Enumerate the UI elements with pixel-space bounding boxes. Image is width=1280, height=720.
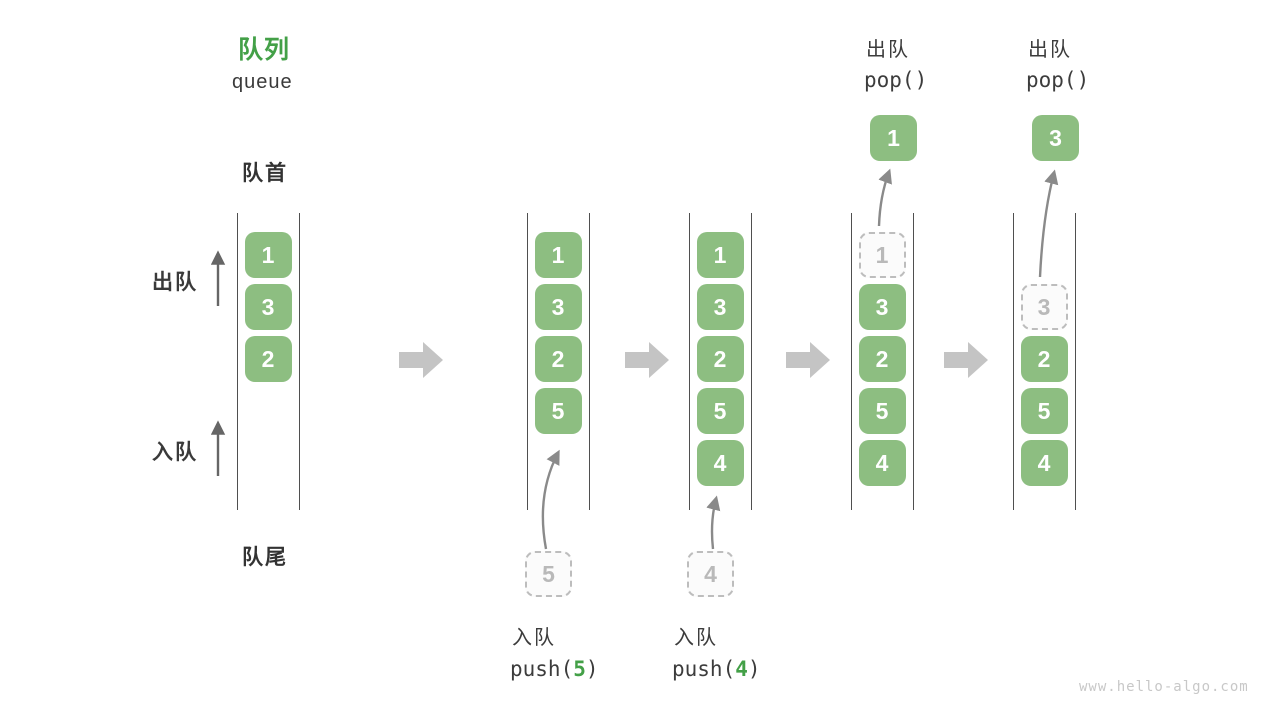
enqueue-op-label: 入队 <box>674 627 718 649</box>
queue-element-ghost: 3 <box>1020 284 1068 330</box>
enqueue-op-code: push(4) <box>672 657 761 681</box>
enqueue-arrow-push4 <box>706 495 721 550</box>
queue-element: 2 <box>534 336 582 382</box>
queue-channel-line <box>751 213 752 510</box>
queue-element: 5 <box>1020 388 1068 434</box>
dequeue-arrow-pop1 <box>877 168 892 227</box>
watermark: www.hello-algo.com <box>1079 679 1249 695</box>
queue-channel-line <box>1075 213 1076 510</box>
queue-channel-line <box>299 213 300 510</box>
queue-element: 4 <box>1020 440 1068 486</box>
code-prefix: push( <box>672 657 736 681</box>
queue-element: 1 <box>534 232 582 278</box>
queue-front-label: 队首 <box>242 162 288 185</box>
enqueue-op-label: 入队 <box>512 627 556 649</box>
queue-element: 3 <box>534 284 582 330</box>
incoming-element-ghost: 4 <box>687 551 734 597</box>
dequeue-op-code: pop() <box>864 68 928 92</box>
queue-element: 2 <box>696 336 744 382</box>
step-arrow-icon <box>944 342 988 378</box>
popped-element: 1 <box>870 115 917 161</box>
enqueue-side-label: 入队 <box>152 441 198 464</box>
queue-channel-line <box>851 213 852 510</box>
queue-channel-line <box>527 213 528 510</box>
popped-element: 3 <box>1032 115 1079 161</box>
queue-element: 4 <box>858 440 906 486</box>
code-suffix: ) <box>585 657 599 681</box>
enqueue-arrow-push5 <box>541 449 560 550</box>
queue-channel-line <box>1013 213 1014 510</box>
code-argument: 4 <box>735 657 748 681</box>
incoming-element-ghost: 5 <box>525 551 572 597</box>
queue-element: 2 <box>858 336 906 382</box>
queue-element: 1 <box>696 232 744 278</box>
dequeue-op-label: 出队 <box>866 39 910 61</box>
queue-element: 5 <box>696 388 744 434</box>
step-arrow-icon <box>786 342 830 378</box>
queue-channel-line <box>689 213 690 510</box>
queue-element: 2 <box>244 336 292 382</box>
title-en: queue <box>232 71 293 93</box>
dequeue-arrow-pop3 <box>1038 169 1059 278</box>
step-arrow-icon <box>625 342 669 378</box>
code-prefix: push( <box>510 657 574 681</box>
queue-element: 5 <box>858 388 906 434</box>
dequeue-op-code: pop() <box>1026 68 1090 92</box>
queue-element: 3 <box>244 284 292 330</box>
queue-element: 4 <box>696 440 744 486</box>
queue-element: 5 <box>534 388 582 434</box>
queue-element: 1 <box>244 232 292 278</box>
queue-channel-line <box>237 213 238 510</box>
code-argument: 5 <box>573 657 586 681</box>
title-zh: 队列 <box>238 36 291 64</box>
queue-element: 3 <box>696 284 744 330</box>
enqueue-op-code: push(5) <box>510 657 599 681</box>
dequeue-op-label: 出队 <box>1028 39 1072 61</box>
step-arrow-icon <box>399 342 443 378</box>
queue-channel-line <box>589 213 590 510</box>
queue-element: 3 <box>858 284 906 330</box>
dequeue-side-label: 出队 <box>152 271 198 294</box>
queue-element: 2 <box>1020 336 1068 382</box>
queue-rear-label: 队尾 <box>242 546 288 569</box>
queue-channel-line <box>913 213 914 510</box>
code-suffix: ) <box>747 657 761 681</box>
queue-element-ghost: 1 <box>858 232 906 278</box>
